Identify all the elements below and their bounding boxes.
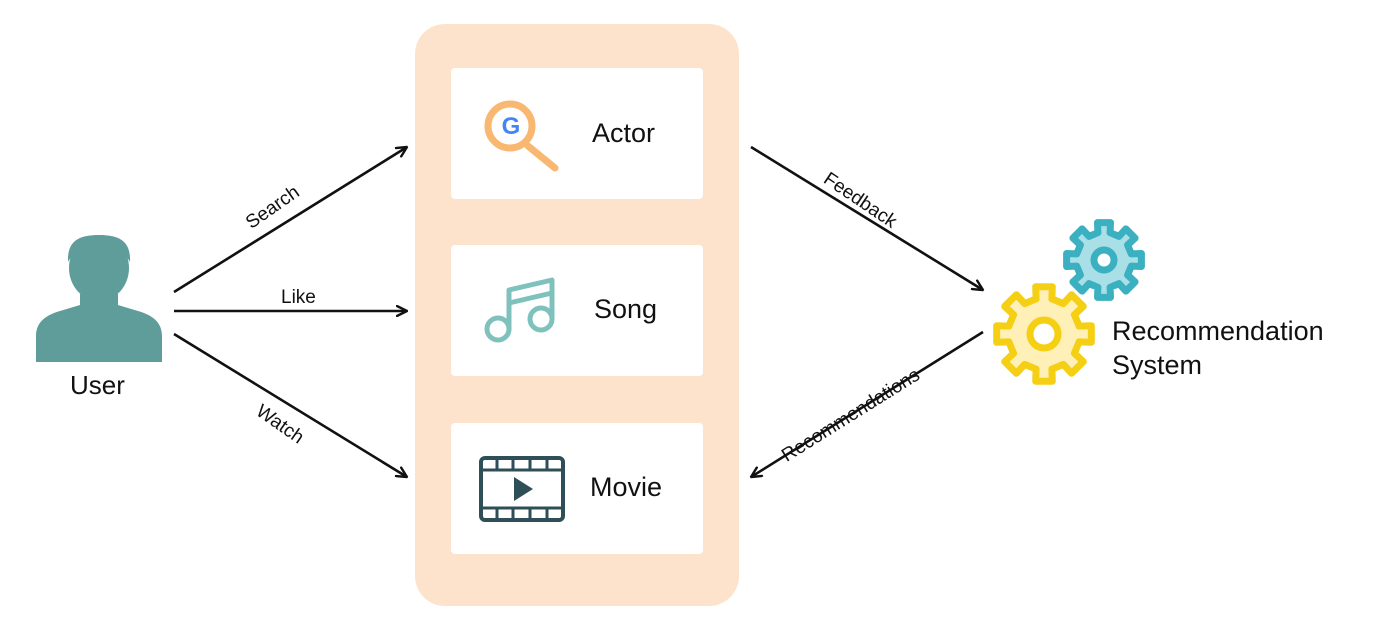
recommendation-label-line1: Recommendation bbox=[1112, 316, 1324, 346]
music-note-icon bbox=[484, 277, 555, 343]
small-gear-icon bbox=[1063, 219, 1145, 301]
user-label: User bbox=[70, 370, 125, 400]
google-search-icon: G bbox=[484, 100, 559, 172]
gears-icon bbox=[993, 219, 1145, 385]
movie-label: Movie bbox=[590, 472, 663, 502]
movie-card bbox=[451, 423, 703, 554]
like-edge-label: Like bbox=[281, 287, 316, 308]
recommendations-arrow bbox=[751, 330, 984, 477]
user-silhouette-icon bbox=[36, 235, 162, 362]
actor-label: Actor bbox=[592, 118, 656, 148]
feedback-arrow bbox=[750, 145, 983, 290]
search-arrow bbox=[173, 147, 407, 294]
film-play-icon bbox=[479, 456, 565, 522]
recommendation-system-label: Recommendation System bbox=[1112, 314, 1324, 382]
song-label: Song bbox=[594, 294, 658, 324]
recommendation-label-line2: System bbox=[1112, 350, 1203, 380]
watch-arrow bbox=[173, 332, 407, 477]
song-card bbox=[451, 245, 703, 376]
google-logo-letter: G bbox=[502, 113, 521, 140]
large-gear-icon bbox=[993, 283, 1095, 385]
